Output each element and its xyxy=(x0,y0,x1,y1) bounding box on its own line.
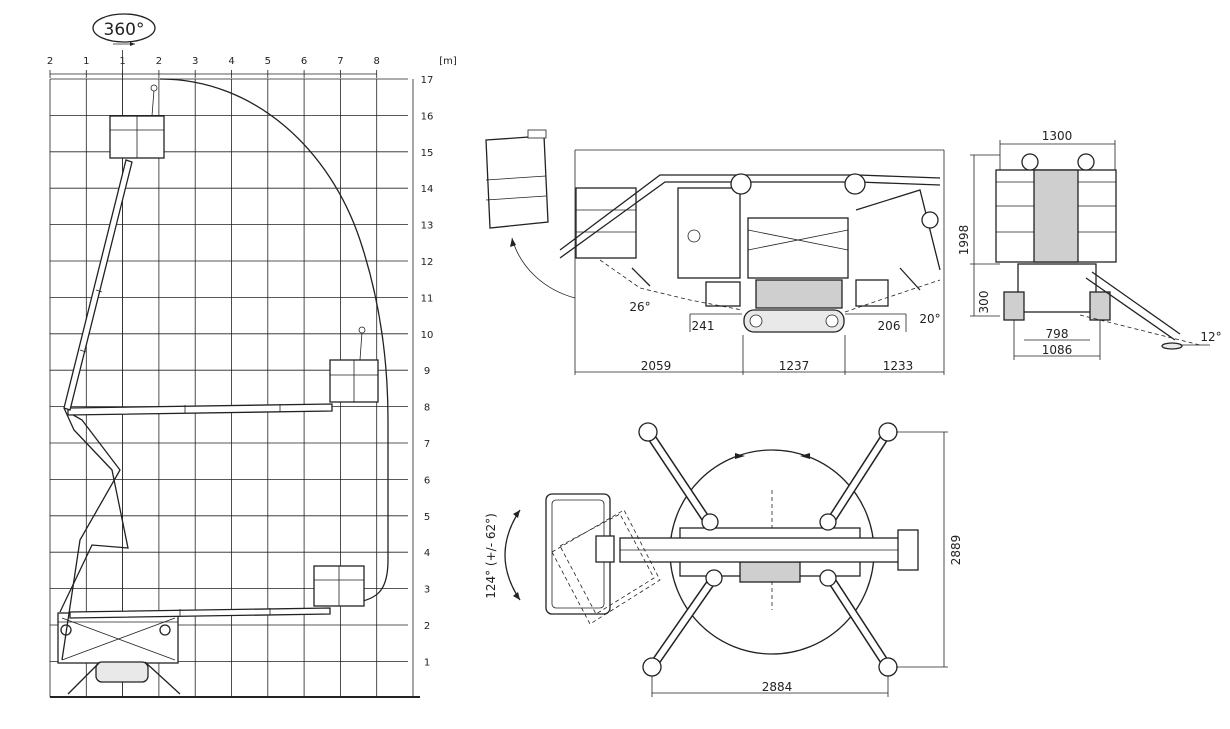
rotation-label: 360° xyxy=(104,20,145,40)
base-track xyxy=(95,661,149,683)
reach-x-tick: 6 xyxy=(301,56,307,67)
reach-y-tick: 1 xyxy=(424,657,430,668)
reach-y-tick: 6 xyxy=(424,475,430,486)
base-outrigger-left xyxy=(67,661,101,695)
reach-x-tick: 2 xyxy=(156,56,162,67)
reach-y-tick: 7 xyxy=(424,439,430,450)
reach-y-tick: 17 xyxy=(421,75,434,86)
front-outrigger xyxy=(1085,277,1176,341)
boom-low-position xyxy=(69,565,365,619)
reach-y-tick: 8 xyxy=(424,403,430,414)
side-basket-arc xyxy=(511,237,576,299)
top-outriggers xyxy=(638,422,898,677)
top-view: 124° (+/- 62°) 2889 2884 xyxy=(484,422,963,697)
reach-x-tick: 4 xyxy=(228,56,234,67)
boom-mid-position xyxy=(61,326,379,661)
top-foot-se xyxy=(878,657,898,677)
side-basket-tilted xyxy=(485,135,549,229)
front-view: 1300 1998 300 798 1086 12° xyxy=(957,129,1222,360)
unit-label: [m] xyxy=(439,56,457,67)
reach-y-tick: 4 xyxy=(424,548,430,559)
reach-y-tick: 14 xyxy=(421,184,434,195)
working-envelope xyxy=(159,78,389,604)
reach-y-tick: 3 xyxy=(424,585,430,596)
front-angle-12: 12° xyxy=(1200,330,1221,344)
top-dim-2884: 2884 xyxy=(762,680,793,694)
side-chassis xyxy=(755,279,843,309)
rotation-ellipse xyxy=(92,13,156,43)
side-angle-left: 26° xyxy=(629,300,650,314)
side-angle-right: 20° xyxy=(919,312,940,326)
reach-y-tick: 5 xyxy=(424,512,430,523)
top-basket-arc xyxy=(504,509,521,601)
reach-x-tick: 2 xyxy=(47,56,53,67)
rotation-arrow-head xyxy=(130,42,135,46)
base-turret xyxy=(57,612,179,664)
side-turret xyxy=(677,187,741,279)
top-dim-2889: 2889 xyxy=(949,535,963,566)
side-dim-2059: 2059 xyxy=(641,359,672,373)
front-boom xyxy=(1033,169,1079,263)
reach-x-tick: 8 xyxy=(374,56,380,67)
top-foot-ne xyxy=(878,422,898,442)
front-dim-300: 300 xyxy=(977,291,991,314)
side-clearance-left xyxy=(599,259,743,311)
reach-y-tick: 12 xyxy=(421,257,434,268)
top-rotation-label: 124° (+/- 62°) xyxy=(484,513,498,599)
reach-y-tick: 16 xyxy=(421,111,434,122)
side-pivot-right xyxy=(844,173,866,195)
side-track xyxy=(743,309,845,333)
side-clearance-right xyxy=(844,279,941,313)
top-foot-sw xyxy=(642,657,662,677)
front-dim-1086: 1086 xyxy=(1042,343,1073,357)
top-basket-rotated xyxy=(551,509,661,625)
side-dim-241: 241 xyxy=(692,319,715,333)
reach-x-tick: 1 xyxy=(83,56,89,67)
front-track-left xyxy=(1003,291,1025,321)
boom-high-position xyxy=(59,84,165,613)
reach-y-tick: 2 xyxy=(424,621,430,632)
reach-y-tick: 13 xyxy=(421,221,434,232)
top-foot-nw xyxy=(638,422,658,442)
side-dim-1233: 1233 xyxy=(883,359,914,373)
reach-y-tick: 15 xyxy=(421,148,434,159)
front-track-right xyxy=(1089,291,1111,321)
side-view: 26° 20° 241 206 2059 1237 1233 xyxy=(485,129,945,375)
side-dim-1237: 1237 xyxy=(779,359,810,373)
reach-x-tick: 7 xyxy=(337,56,343,67)
front-dim-798: 798 xyxy=(1046,327,1069,341)
side-pivot-left xyxy=(730,173,752,195)
reach-x-tick: 5 xyxy=(265,56,271,67)
side-basket-stowed xyxy=(575,187,637,259)
reach-x-tick: 3 xyxy=(192,56,198,67)
base-outrigger-right xyxy=(144,661,181,695)
base-machine xyxy=(57,612,181,695)
reach-y-tick: 10 xyxy=(421,330,434,341)
reach-y-tick: 9 xyxy=(424,366,430,377)
front-dim-1998: 1998 xyxy=(957,225,971,256)
reach-y-axis: 17 16 15 14 13 12 11 10 9 8 7 6 5 4 3 2 1 xyxy=(421,75,434,668)
front-chassis xyxy=(1017,263,1097,313)
reach-y-tick: 11 xyxy=(421,293,434,304)
side-dim-206: 206 xyxy=(878,319,901,333)
front-dim-1300: 1300 xyxy=(1042,129,1073,143)
